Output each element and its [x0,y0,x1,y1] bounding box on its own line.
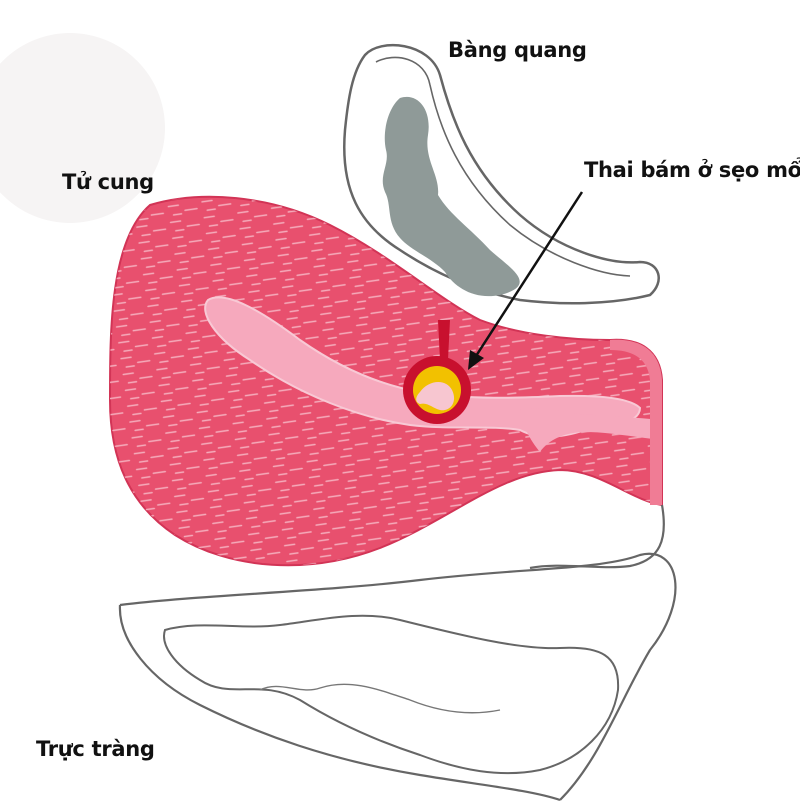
rectum-outer-outline [118,552,677,802]
bladder-inner-outline [375,56,631,277]
label-rectum: Trực tràng [36,737,155,761]
cervical-canal [520,408,662,452]
rectum-inner-outline [163,614,620,775]
pointer-arrowhead [468,350,484,370]
label-bladder: Bàng quang [448,38,587,62]
embryo [416,381,455,411]
rectum-lumen-detail [259,683,501,714]
vessel-stalk [438,320,450,360]
uterus-fibers [110,196,662,566]
background-circle [0,33,165,223]
pointer-arrow [474,191,584,357]
label-uterus: Tử cung [62,170,154,194]
lower-outline-cervix [529,504,665,570]
bladder-wall [382,96,520,297]
label-scar-pregnancy: Thai bám ở sẹo mổ [584,158,800,182]
cervix-band [610,339,662,505]
